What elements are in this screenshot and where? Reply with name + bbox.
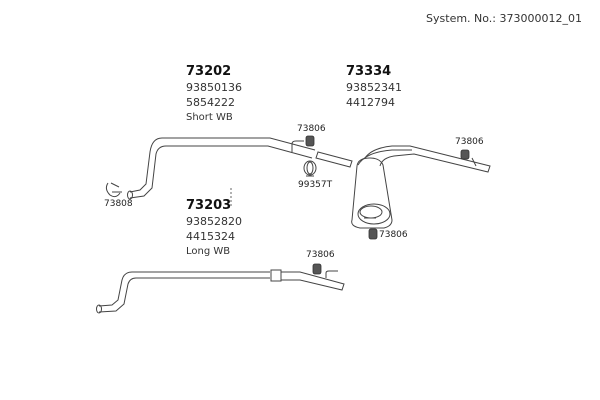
- part-number[interactable]: 73203: [186, 198, 232, 213]
- callout-clamp[interactable]: 73808: [104, 199, 133, 209]
- variant-note: Short WB: [186, 112, 233, 123]
- system-number: System. No.: 373000012_01: [426, 12, 582, 25]
- part-group-73334: 73334 93852341 4412794: [346, 64, 402, 110]
- hanger-icon[interactable]: [460, 149, 477, 167]
- connector-pipe[interactable]: [315, 151, 353, 168]
- oem-reference: 93850136: [186, 81, 242, 94]
- clamp-icon[interactable]: [303, 160, 317, 177]
- oem-reference: 93852820: [186, 215, 242, 228]
- front-pipe-short[interactable]: [127, 137, 316, 200]
- oem-reference: 4412794: [346, 96, 395, 109]
- part-group-73203: 73203 93852820 4415324 Long WB: [186, 198, 242, 259]
- part-number[interactable]: 73334: [346, 64, 392, 79]
- oem-reference: 93852341: [346, 81, 402, 94]
- callout-hanger[interactable]: 73806: [306, 250, 335, 260]
- callout-hanger[interactable]: 73806: [379, 230, 408, 240]
- clamp-icon[interactable]: [105, 182, 122, 198]
- hanger-icon[interactable]: [368, 228, 378, 240]
- hanger-icon[interactable]: [291, 135, 315, 152]
- oem-reference: 4415324: [186, 230, 235, 243]
- variant-note: Long WB: [186, 246, 231, 257]
- callout-clamp[interactable]: 99357T: [298, 180, 333, 190]
- callout-hanger[interactable]: 73806: [455, 137, 484, 147]
- rear-silencer[interactable]: [351, 145, 491, 229]
- oem-reference: 5854222: [186, 96, 235, 109]
- part-number[interactable]: 73202: [186, 64, 232, 79]
- front-pipe-long[interactable]: [96, 269, 345, 314]
- callout-hanger[interactable]: 73806: [297, 124, 326, 134]
- part-group-73202: 73202 93850136 5854222 Short WB: [186, 64, 242, 125]
- hanger-icon[interactable]: [312, 263, 338, 278]
